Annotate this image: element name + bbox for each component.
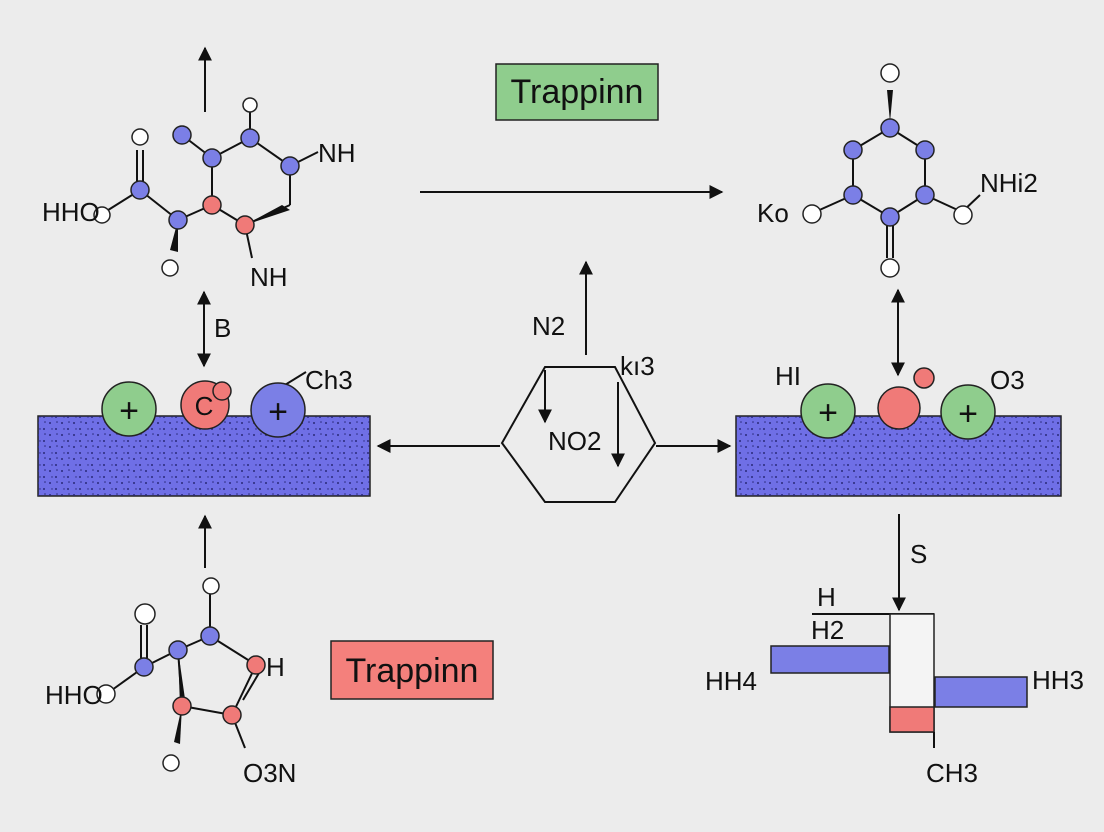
plus-node-left [101, 381, 157, 437]
blue-atom [202, 148, 222, 168]
blue-atom [172, 125, 192, 145]
oxygen-atom [134, 603, 156, 625]
red-atom [246, 655, 266, 675]
oxygen-atom [242, 97, 258, 113]
molecule-bottom-left-atoms [96, 577, 266, 772]
label-nh-bottom: NH [250, 262, 288, 292]
label-hh3: HH3 [1032, 665, 1084, 695]
red-atom [172, 696, 192, 716]
oxygen-atom [880, 258, 900, 278]
label-h-top: H [817, 582, 836, 612]
oxygen-atom [880, 63, 900, 83]
blue-atom [843, 140, 863, 160]
red-atom [202, 195, 222, 215]
energy-diagram [770, 613, 1028, 748]
label-hh4: HH4 [705, 666, 757, 696]
small-red-atom [212, 381, 232, 401]
oxygen-atom [162, 754, 180, 772]
blue-atom [200, 626, 220, 646]
label-s: S [910, 539, 927, 569]
label-nh2: NHi2 [980, 168, 1038, 198]
label-ch3-bottom: CH3 [926, 758, 978, 788]
label-hi: HI [775, 361, 801, 391]
oxygen-atom [802, 204, 822, 224]
blue-atom [134, 657, 154, 677]
red-node [877, 386, 921, 430]
label-o3n: O3N [243, 758, 296, 788]
blue-atom [168, 210, 188, 230]
oxygen-atom [96, 684, 116, 704]
red-atom [222, 705, 242, 725]
blue-atom [915, 140, 935, 160]
oxygen-atom [202, 577, 220, 595]
oxygen-atom [93, 206, 111, 224]
blue-atom [915, 185, 935, 205]
label-ko: Ko [757, 198, 789, 228]
blue-atom [880, 118, 900, 138]
label-h-bottom: H [266, 652, 285, 682]
label-n2: N2 [532, 311, 565, 341]
label-hho-bottom: HHO [45, 680, 103, 710]
blue-atom [130, 180, 150, 200]
label-ch3-left: Ch3 [305, 365, 353, 395]
label-k13: kı3 [620, 351, 655, 381]
bottom-badge: Trappinn [330, 640, 494, 700]
plus-symbol: + [958, 395, 978, 433]
plus-node-right [250, 382, 306, 438]
top-badge-label: Trappinn [511, 73, 644, 111]
plus-symbol: + [818, 394, 838, 432]
top-badge: Trappinn [495, 63, 659, 121]
oxygen-atom [161, 259, 179, 277]
label-h2: H2 [811, 615, 844, 645]
blue-atom [240, 128, 260, 148]
blue-atom [843, 185, 863, 205]
center-ring [376, 260, 732, 503]
energy-bar-left [770, 645, 890, 674]
label-b: B [214, 313, 231, 343]
c-node-label: C [195, 391, 214, 421]
energy-bar-red [889, 706, 935, 733]
label-nh-top: NH [318, 138, 356, 168]
blue-atom [880, 207, 900, 227]
energy-bar-right [934, 676, 1028, 708]
molecule-top-right [814, 90, 981, 258]
red-atom [235, 215, 255, 235]
plus-node-left [800, 383, 856, 439]
blue-atom [280, 156, 300, 176]
plus-node-right [940, 384, 996, 440]
bottom-badge-label: Trappinn [346, 652, 479, 690]
plus-symbol: + [119, 392, 139, 430]
blue-atom [168, 640, 188, 660]
label-o3: O3 [990, 365, 1025, 395]
label-no2: NO2 [548, 426, 601, 456]
molecule-top-right-atoms [802, 63, 973, 278]
oxygen-atom [953, 205, 973, 225]
oxygen-atom [131, 128, 149, 146]
surface-right [735, 415, 1062, 497]
small-red-atom [913, 367, 935, 389]
plus-symbol: + [268, 393, 288, 431]
label-hho-top: HHO [42, 197, 100, 227]
molecule-top-left-atoms [93, 97, 300, 277]
